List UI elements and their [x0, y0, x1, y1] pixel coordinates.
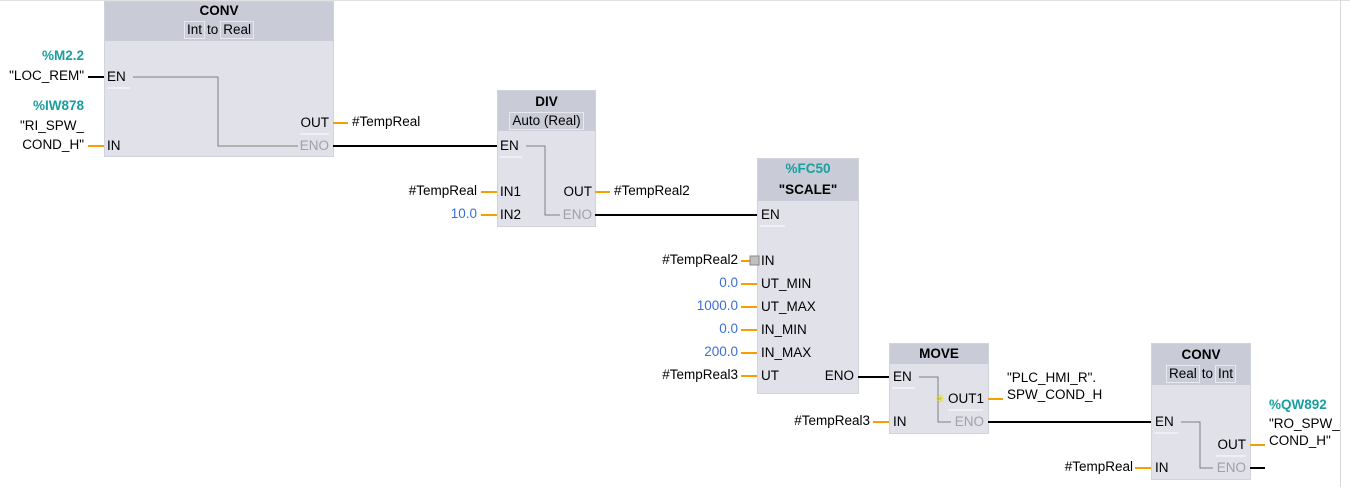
pin-en[interactable]: EN — [500, 138, 519, 153]
pin-eno[interactable]: ENO — [562, 207, 592, 222]
block-header — [890, 344, 988, 364]
pin-in-max[interactable]: IN_MAX — [761, 345, 812, 360]
pin-out1[interactable]: OUT1 — [947, 391, 984, 406]
to-word: to — [1201, 366, 1213, 381]
pin-in[interactable]: IN — [107, 138, 121, 153]
in-variable[interactable]: #TempReal — [1064, 459, 1133, 474]
ut-max-constant[interactable]: 1000.0 — [696, 298, 738, 313]
in1-variable[interactable]: #TempReal — [408, 183, 477, 198]
block-title: CONV — [199, 3, 239, 18]
div-type[interactable]: Auto (Real) — [509, 112, 584, 130]
pin-in2[interactable]: IN2 — [500, 207, 522, 222]
in-pin-marker — [749, 255, 760, 266]
pin-ut-min[interactable]: UT_MIN — [761, 276, 812, 291]
pin-eno[interactable]: ENO — [824, 368, 854, 383]
in-variable-line2[interactable]: COND_H" — [22, 137, 84, 152]
pin-in1[interactable]: IN1 — [500, 184, 522, 199]
pin-out[interactable]: OUT — [563, 184, 593, 199]
pin-ut[interactable]: UT — [761, 368, 779, 383]
pin-eno[interactable]: ENO — [1216, 460, 1246, 475]
pin-en[interactable]: EN — [1155, 414, 1174, 429]
from-type[interactable]: Real — [1165, 365, 1200, 383]
block-header — [105, 2, 333, 41]
in2-constant[interactable]: 10.0 — [450, 206, 477, 221]
to-type[interactable]: Int — [1215, 365, 1237, 383]
from-type[interactable]: Int — [183, 21, 205, 39]
block-header — [1152, 344, 1250, 385]
en-address[interactable]: %M2.2 — [41, 48, 84, 63]
pin-out[interactable]: OUT — [300, 115, 330, 130]
block-title: CONV — [1181, 347, 1221, 362]
in-address[interactable]: %IW878 — [32, 98, 84, 113]
pin-en[interactable]: EN — [761, 207, 780, 222]
out1-variable-line1[interactable]: "PLC_HMI_R". — [1007, 370, 1097, 385]
block-title: MOVE — [919, 346, 959, 361]
out-variable-line2[interactable]: COND_H" — [1269, 433, 1331, 448]
pin-in[interactable]: IN — [761, 253, 775, 268]
in-variable-line1[interactable]: "RI_SPW_ — [19, 118, 84, 133]
ut-variable[interactable]: #TempReal3 — [662, 367, 738, 382]
in-variable[interactable]: #TempReal3 — [794, 413, 870, 428]
to-word: to — [206, 22, 219, 37]
pin-in[interactable]: IN — [1155, 460, 1169, 475]
block-address: %FC50 — [785, 161, 831, 176]
block-header — [498, 91, 595, 131]
pin-in-min[interactable]: IN_MIN — [761, 322, 807, 337]
block-title: DIV — [535, 94, 558, 109]
div-block[interactable]: DIV Auto (Real) — [497, 90, 596, 227]
en-variable[interactable]: "LOC_REM" — [9, 68, 84, 83]
out-variable[interactable]: #TempReal2 — [614, 183, 690, 198]
type-wrap: Auto (Real) — [498, 112, 595, 130]
pin-out[interactable]: OUT — [1217, 437, 1247, 452]
pin-ut-max[interactable]: UT_MAX — [761, 299, 816, 314]
out1-variable-line2[interactable]: SPW_COND_H — [1007, 387, 1103, 402]
block-title: "SCALE" — [778, 182, 838, 197]
block-header — [758, 159, 858, 201]
right-border — [1340, 0, 1341, 487]
out-variable[interactable]: #TempReal — [352, 114, 421, 129]
in-max-constant[interactable]: 200.0 — [704, 344, 738, 359]
ut-min-constant[interactable]: 0.0 — [719, 275, 738, 290]
pin-eno[interactable]: ENO — [299, 138, 329, 153]
out-address[interactable]: %QW892 — [1269, 397, 1327, 412]
in-min-constant[interactable]: 0.0 — [719, 321, 738, 336]
top-border — [0, 0, 1350, 1]
star-marker-icon: ✳ — [935, 392, 945, 406]
scale-block[interactable]: %FC50 "SCALE" — [757, 158, 859, 394]
out-variable-line1[interactable]: "RO_SPW_ — [1269, 416, 1340, 431]
pin-eno[interactable]: ENO — [954, 414, 984, 429]
in-variable[interactable]: #TempReal2 — [662, 252, 738, 267]
pin-in[interactable]: IN — [893, 414, 907, 429]
pin-en[interactable]: EN — [107, 69, 126, 84]
to-type[interactable]: Real — [220, 21, 255, 39]
pin-en[interactable]: EN — [893, 369, 912, 384]
